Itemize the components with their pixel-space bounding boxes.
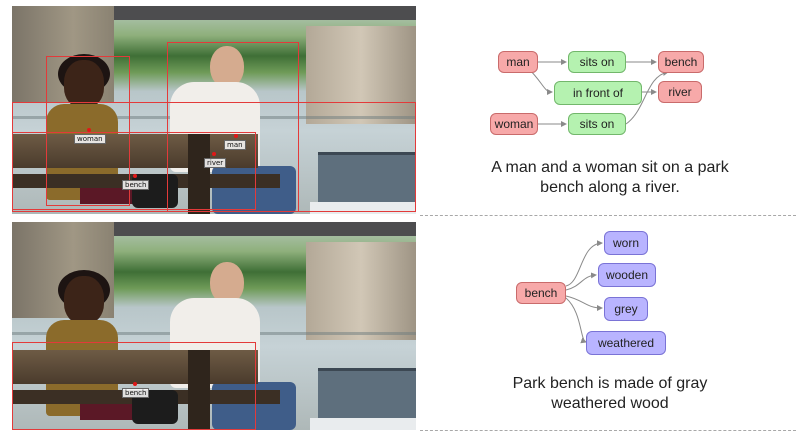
bench-dot: [133, 382, 137, 386]
caption-bottom-line-1: Park bench is made of gray: [512, 375, 708, 392]
node-bench: bench: [658, 51, 704, 73]
edge-bench-weathered: [565, 297, 587, 344]
bench-label: bench: [122, 180, 150, 190]
river-dot: [212, 152, 216, 156]
water-tank: [318, 152, 416, 207]
scene-graph-top: man sits on bench in front of river woma…: [420, 0, 800, 216]
node-woman: woman: [490, 113, 538, 135]
edge-bench-worn: [565, 240, 603, 287]
edge-bench-wooden: [565, 272, 597, 291]
bench-back: [12, 350, 258, 384]
bench-label: bench: [122, 388, 150, 398]
node-bench: bench: [516, 282, 566, 304]
caption-top-line-2: bench along a river.: [540, 179, 680, 196]
bench-leg: [188, 134, 210, 214]
node-sits-on-1: sits on: [568, 51, 626, 73]
ground-patch: [310, 418, 416, 430]
node-in-front-of: in front of: [554, 81, 642, 105]
edge-sitson2-bench: [625, 69, 669, 125]
bench-box: [12, 342, 256, 430]
woman-dot: [87, 128, 91, 132]
woman-head: [64, 276, 104, 324]
bench-dot: [133, 174, 137, 178]
caption-top: A man and a woman sit on a park bench al…: [420, 158, 800, 198]
woman-head: [64, 60, 104, 108]
node-man: man: [498, 51, 538, 73]
divider-bottom: [420, 430, 796, 431]
man-label: man: [224, 140, 246, 150]
photo-bottom: bench: [12, 222, 416, 430]
scene-graph-bottom: bench worn wooden grey weathered Park be…: [420, 216, 800, 432]
bridge-pier-right: [306, 242, 416, 340]
caption-bottom-line-2: weathered wood: [551, 395, 669, 412]
woman-box: [46, 56, 130, 206]
man-dot: [234, 134, 238, 138]
node-wooden: wooden: [598, 263, 656, 287]
divider-middle: [420, 215, 796, 216]
river-label: river: [204, 158, 227, 168]
caption-bottom: Park bench is made of gray weathered woo…: [420, 374, 800, 414]
bench-box: [12, 132, 256, 210]
man-head: [210, 46, 244, 88]
scene-graph-bottom-edges: [565, 240, 603, 344]
node-grey: grey: [604, 297, 648, 321]
woman-label: woman: [74, 134, 106, 144]
caption-top-line-1: A man and a woman sit on a park: [491, 159, 729, 176]
photo-top: woman man river bench: [12, 6, 416, 214]
node-worn: worn: [604, 231, 648, 255]
node-river: river: [658, 81, 702, 103]
bench-leg: [188, 350, 210, 430]
node-weathered: weathered: [586, 331, 666, 355]
bridge-pier-right: [306, 26, 416, 124]
node-sits-on-2: sits on: [568, 113, 626, 135]
water-tank: [318, 368, 416, 423]
man-head: [210, 262, 244, 304]
bag: [132, 174, 178, 208]
edge-bench-grey: [565, 295, 603, 311]
